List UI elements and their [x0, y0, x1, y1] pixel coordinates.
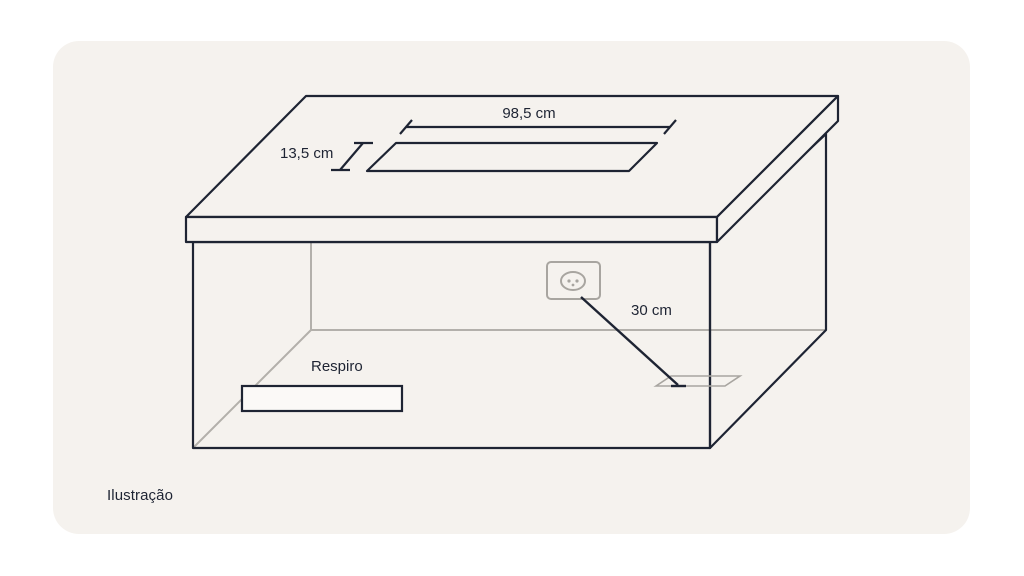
depth-dimension-label: 13,5 cm — [280, 145, 333, 162]
countertop-side-edge — [715, 94, 840, 244]
width-dimension-label: 98,5 cm — [502, 105, 555, 122]
outlet-distance-label: 30 cm — [631, 302, 672, 319]
outlet-distance-line — [580, 296, 686, 388]
power-outlet-icon — [546, 261, 601, 300]
depth-dimension — [331, 141, 373, 172]
illustration-caption: Ilustração — [107, 487, 174, 504]
vent-label: Respiro — [311, 358, 363, 375]
countertop-cutout — [365, 141, 659, 173]
countertop-front-edge — [184, 215, 719, 244]
hidden-edges — [192, 242, 826, 449]
countertop — [184, 94, 840, 244]
vent-opening — [240, 384, 404, 413]
floor-cable-hole — [653, 375, 743, 387]
width-dimension — [399, 119, 677, 135]
